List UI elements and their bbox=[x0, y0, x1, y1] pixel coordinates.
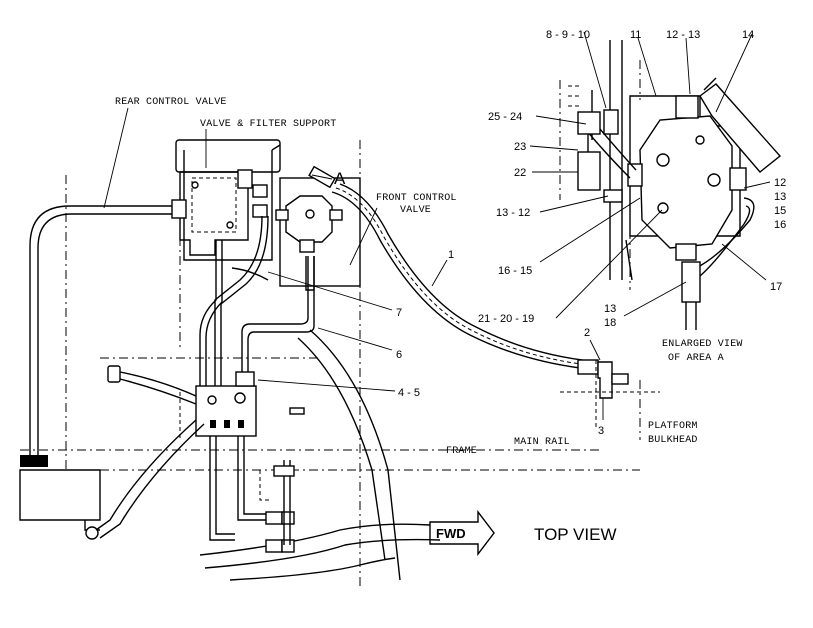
callout-17: 17 bbox=[770, 281, 782, 293]
label-platform: PLATFORM bbox=[648, 421, 698, 432]
callout-12-13-top: 12 - 13 bbox=[666, 29, 700, 41]
callout-13-right: 13 bbox=[774, 191, 786, 203]
callout-16-right: 16 bbox=[774, 219, 786, 231]
tube-group-6-7 bbox=[199, 215, 315, 390]
callout-23: 23 bbox=[514, 141, 526, 153]
label-rear-control-valve: REAR CONTROL VALVE bbox=[115, 97, 227, 108]
callout-13-12: 13 - 12 bbox=[496, 207, 530, 219]
enlarged-view-area-a bbox=[568, 40, 782, 330]
label-frame: FRAME bbox=[446, 446, 477, 457]
hydraulic-tank bbox=[19, 455, 101, 540]
lower-manifold bbox=[95, 365, 257, 539]
fwd-arrow bbox=[429, 509, 495, 557]
callout-13-bottom: 13 bbox=[604, 303, 616, 315]
lower-tubes bbox=[179, 392, 305, 553]
callout-6: 6 bbox=[396, 349, 402, 361]
rear-tube bbox=[29, 205, 172, 460]
label-of-area-a: OF AREA A bbox=[668, 353, 724, 364]
callout-8-9-10: 8 - 9 - 10 bbox=[546, 29, 590, 41]
valve-filter-support bbox=[175, 139, 281, 261]
callout-12-right: 12 bbox=[774, 177, 786, 189]
callout-leaders bbox=[103, 31, 771, 420]
label-main-rail: MAIN RAIL bbox=[514, 437, 570, 448]
rear-control-valve-body bbox=[171, 169, 268, 256]
callout-4-5: 4 - 5 bbox=[398, 387, 420, 399]
label-valve-filter-support: VALVE & FILTER SUPPORT bbox=[200, 119, 336, 130]
label-front-control-valve-line2: VALVE bbox=[400, 205, 431, 216]
label-bulkhead: BULKHEAD bbox=[648, 435, 698, 446]
frame-centerlines bbox=[20, 80, 640, 590]
label-area-a: A bbox=[334, 169, 346, 188]
callout-18-bottom: 18 bbox=[604, 317, 616, 329]
label-front-control-valve-line1: FRONT CONTROL bbox=[376, 193, 457, 204]
callout-2: 2 bbox=[584, 327, 590, 339]
platform-fitting bbox=[577, 359, 641, 440]
label-enlarged-view: ENLARGED VIEW bbox=[662, 339, 743, 350]
callout-1: 1 bbox=[448, 249, 454, 261]
callout-21-20-19: 21 - 20 - 19 bbox=[478, 313, 534, 325]
callout-14: 14 bbox=[742, 29, 754, 41]
callout-7: 7 bbox=[396, 307, 402, 319]
callout-25-24: 25 - 24 bbox=[488, 111, 522, 123]
callout-22: 22 bbox=[514, 167, 526, 179]
front-control-valve-body bbox=[275, 177, 361, 291]
callout-16-15: 16 - 15 bbox=[498, 265, 532, 277]
callout-3: 3 bbox=[598, 425, 604, 437]
callout-15-right: 15 bbox=[774, 205, 786, 217]
callout-11: 11 bbox=[630, 29, 641, 41]
label-fwd: FWD bbox=[436, 526, 466, 541]
main-rail-structure bbox=[199, 329, 441, 581]
label-top-view: TOP VIEW bbox=[534, 525, 617, 544]
